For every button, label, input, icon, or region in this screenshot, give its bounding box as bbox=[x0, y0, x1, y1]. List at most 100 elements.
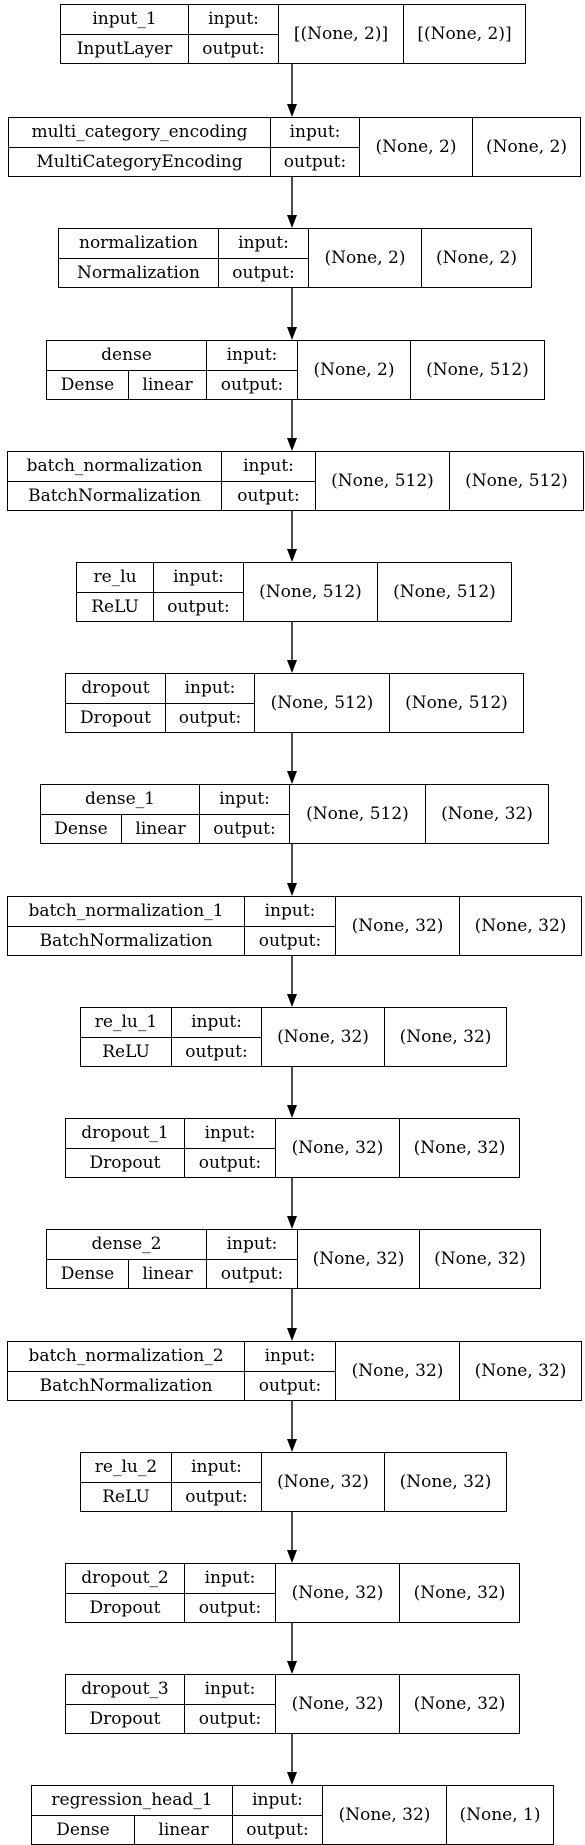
edge-arrowhead bbox=[287, 883, 297, 896]
layer-name: dense_1 bbox=[40, 784, 200, 815]
input-label: input: bbox=[221, 451, 316, 482]
input-shape: (None, 32) bbox=[275, 1674, 400, 1734]
output-shape: (None, 2) bbox=[421, 228, 532, 288]
output-shape: (None, 32) bbox=[384, 1007, 507, 1067]
output-shape: (None, 32) bbox=[384, 1452, 507, 1512]
layer-name: batch_normalization bbox=[7, 451, 222, 482]
input-shape: (None, 512) bbox=[254, 673, 390, 733]
output-label: output: bbox=[184, 1593, 276, 1623]
layer-name: dropout_2 bbox=[65, 1563, 185, 1594]
edge-arrowhead bbox=[287, 1439, 297, 1452]
output-label: output: bbox=[199, 814, 290, 844]
output-shape: (None, 32) bbox=[419, 1229, 541, 1289]
layer-class: Normalization bbox=[58, 258, 219, 288]
output-shape: (None, 32) bbox=[425, 784, 549, 844]
input-label: input: bbox=[153, 562, 244, 593]
layer-activation: linear bbox=[128, 1259, 207, 1289]
edge-arrowhead bbox=[287, 1550, 297, 1563]
input-label: input: bbox=[171, 1452, 262, 1483]
output-shape: [(None, 2)] bbox=[403, 4, 526, 64]
input-shape: (None, 32) bbox=[261, 1007, 385, 1067]
layer-name: dropout_1 bbox=[65, 1118, 185, 1149]
edge-arrowhead bbox=[287, 1105, 297, 1118]
layer-name: dropout bbox=[65, 673, 166, 704]
layer-class: InputLayer bbox=[60, 34, 189, 64]
input-label: input: bbox=[199, 784, 290, 815]
input-shape: (None, 512) bbox=[315, 451, 450, 511]
layer-class: Dropout bbox=[65, 1148, 185, 1178]
edge-arrowhead bbox=[287, 438, 297, 451]
input-label: input: bbox=[206, 340, 298, 371]
layer-name: re_lu_1 bbox=[80, 1007, 172, 1038]
layer-class: MultiCategoryEncoding bbox=[8, 147, 271, 177]
output-label: output: bbox=[165, 703, 255, 733]
edge-arrowhead bbox=[287, 1772, 297, 1785]
edge-arrowhead bbox=[287, 771, 297, 784]
edge-arrowhead bbox=[287, 327, 297, 340]
edge-arrowhead bbox=[287, 1328, 297, 1341]
input-shape: (None, 32) bbox=[335, 896, 460, 956]
input-label: input: bbox=[206, 1229, 298, 1260]
layer-class: ReLU bbox=[80, 1037, 172, 1067]
edge-arrowhead bbox=[287, 215, 297, 228]
layer-name: regression_head_1 bbox=[31, 1785, 233, 1816]
output-label: output: bbox=[188, 34, 279, 64]
layer-activation: linear bbox=[134, 1815, 233, 1845]
layer-name: dense bbox=[46, 340, 207, 371]
input-shape: (None, 32) bbox=[322, 1785, 447, 1845]
edge-arrowhead bbox=[287, 104, 297, 117]
layer-name: dropout_3 bbox=[65, 1674, 185, 1705]
output-shape: (None, 32) bbox=[459, 1341, 582, 1401]
input-label: input: bbox=[232, 1785, 323, 1816]
input-label: input: bbox=[184, 1118, 276, 1149]
edge-arrowhead bbox=[287, 1661, 297, 1674]
layer-activation: linear bbox=[128, 370, 207, 400]
input-shape: (None, 32) bbox=[261, 1452, 385, 1512]
input-label: input: bbox=[165, 673, 255, 704]
input-label: input: bbox=[270, 117, 360, 148]
input-shape: (None, 32) bbox=[275, 1563, 400, 1623]
output-label: output: bbox=[244, 926, 336, 956]
layer-name: dense_2 bbox=[46, 1229, 207, 1260]
input-label: input: bbox=[184, 1674, 276, 1705]
output-label: output: bbox=[270, 147, 360, 177]
layer-class: BatchNormalization bbox=[7, 926, 245, 956]
output-shape: (None, 512) bbox=[449, 451, 584, 511]
layer-class: Dense bbox=[40, 814, 122, 844]
layer-class: Dropout bbox=[65, 703, 166, 733]
layer-class: Dense bbox=[46, 1259, 129, 1289]
layer-name: multi_category_encoding bbox=[8, 117, 271, 148]
output-label: output: bbox=[218, 258, 309, 288]
input-shape: (None, 2) bbox=[297, 340, 411, 400]
output-label: output: bbox=[232, 1815, 323, 1845]
layer-class: BatchNormalization bbox=[7, 481, 222, 511]
edge-arrowhead bbox=[287, 660, 297, 673]
edge-arrowhead bbox=[287, 1216, 297, 1229]
input-shape: (None, 2) bbox=[308, 228, 422, 288]
edge-arrowhead bbox=[287, 994, 297, 1007]
layer-name: batch_normalization_2 bbox=[7, 1341, 245, 1372]
edge-arrowhead bbox=[287, 549, 297, 562]
layer-class: Dense bbox=[31, 1815, 135, 1845]
output-shape: (None, 512) bbox=[389, 673, 524, 733]
input-shape: (None, 512) bbox=[243, 562, 378, 622]
layer-class: BatchNormalization bbox=[7, 1371, 245, 1401]
input-shape: (None, 512) bbox=[289, 784, 426, 844]
input-shape: (None, 32) bbox=[275, 1118, 400, 1178]
output-shape: (None, 32) bbox=[459, 896, 582, 956]
output-label: output: bbox=[184, 1148, 276, 1178]
output-shape: (None, 32) bbox=[399, 1563, 520, 1623]
layer-name: normalization bbox=[58, 228, 219, 259]
input-label: input: bbox=[184, 1563, 276, 1594]
output-shape: (None, 32) bbox=[399, 1118, 520, 1178]
